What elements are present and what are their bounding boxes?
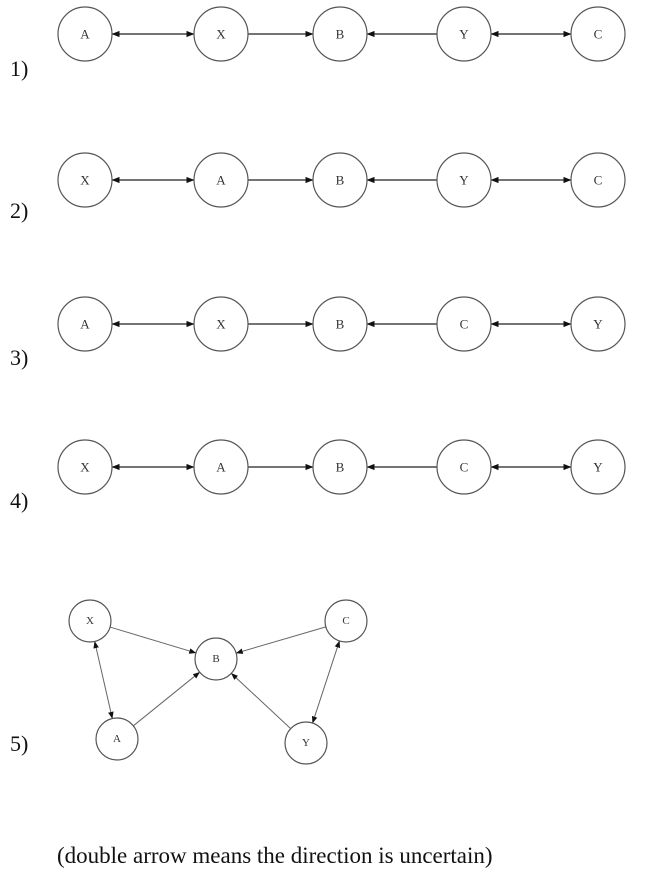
node-label: A (216, 173, 226, 188)
node-label: C (594, 173, 603, 188)
node-circle (312, 152, 368, 208)
diagram-1-number: 1) (10, 56, 29, 81)
node-label: B (336, 27, 345, 42)
caption: (double arrow means the direction is unc… (57, 843, 493, 868)
node-circle (324, 599, 368, 643)
node-label: A (216, 460, 226, 475)
node-c: C (436, 296, 492, 352)
node-circle (312, 6, 368, 62)
node-circle (312, 439, 368, 495)
node-circle (193, 296, 249, 352)
node-y: Y (436, 6, 492, 62)
node-c: C (324, 599, 368, 643)
edge-c-y-double-arrow (311, 640, 341, 724)
edge-x-a-double-arrow (93, 641, 114, 719)
node-label: B (336, 317, 345, 332)
node-label: X (216, 317, 226, 332)
node-circle (193, 439, 249, 495)
node-y: Y (570, 439, 626, 495)
node-c: C (436, 439, 492, 495)
node-label: B (212, 653, 219, 665)
node-circle (570, 152, 626, 208)
node-circle (57, 296, 113, 352)
node-label: C (460, 317, 469, 332)
edge-a-b-arrow (133, 671, 200, 727)
node-label: A (80, 317, 90, 332)
node-c: C (570, 6, 626, 62)
node-label: Y (593, 460, 603, 475)
diagram-5-number: 5) (10, 731, 29, 756)
node-a: A (193, 152, 249, 208)
node-label: X (86, 615, 94, 627)
node-label: C (594, 27, 603, 42)
node-label: Y (459, 173, 469, 188)
edge-y-b-arrow (231, 672, 291, 730)
node-circle (193, 6, 249, 62)
node-label: B (336, 460, 345, 475)
node-circle (570, 296, 626, 352)
diagram-5: X B C A Y (68, 599, 368, 765)
node-x: X (57, 439, 113, 495)
node-y: Y (284, 721, 328, 765)
node-a: A (57, 296, 113, 352)
node-x: X (68, 599, 112, 643)
node-b: B (312, 296, 368, 352)
node-b: B (194, 637, 238, 681)
node-circle (57, 6, 113, 62)
node-circle (570, 439, 626, 495)
node-label: Y (302, 737, 310, 749)
node-x: X (193, 296, 249, 352)
node-label: A (80, 27, 90, 42)
node-circle (436, 152, 492, 208)
node-a: A (57, 6, 113, 62)
node-circle (312, 296, 368, 352)
node-label: Y (593, 317, 603, 332)
node-label: X (80, 173, 90, 188)
node-b: B (312, 152, 368, 208)
node-b: B (312, 6, 368, 62)
node-label: Y (459, 27, 469, 42)
diagram-3-number: 3) (10, 345, 29, 370)
diagram-4-number: 4) (10, 488, 29, 513)
node-circle (193, 152, 249, 208)
node-circle (570, 6, 626, 62)
node-label: C (342, 615, 349, 627)
node-circle (436, 439, 492, 495)
diagram-2-number: 2) (10, 198, 29, 223)
node-a: A (95, 717, 139, 761)
node-y: Y (570, 296, 626, 352)
node-y: Y (436, 152, 492, 208)
node-x: X (57, 152, 113, 208)
node-circle (57, 439, 113, 495)
node-circle (436, 296, 492, 352)
edge-c-b-arrow (235, 626, 326, 654)
edge-x-b-arrow (109, 626, 197, 654)
node-circle (57, 152, 113, 208)
node-label: B (336, 173, 345, 188)
node-circle (95, 717, 139, 761)
node-x: X (193, 6, 249, 62)
node-circle (436, 6, 492, 62)
node-label: X (216, 27, 226, 42)
node-c: C (570, 152, 626, 208)
node-label: X (80, 460, 90, 475)
node-a: A (193, 439, 249, 495)
node-label: A (113, 733, 121, 745)
node-label: C (460, 460, 469, 475)
node-b: B (312, 439, 368, 495)
node-circle (194, 637, 238, 681)
node-circle (68, 599, 112, 643)
diagram-groups: A X B Y C X A B Y C A X B C Y X A B C Y X B C A Y (57, 6, 626, 765)
node-circle (284, 721, 328, 765)
